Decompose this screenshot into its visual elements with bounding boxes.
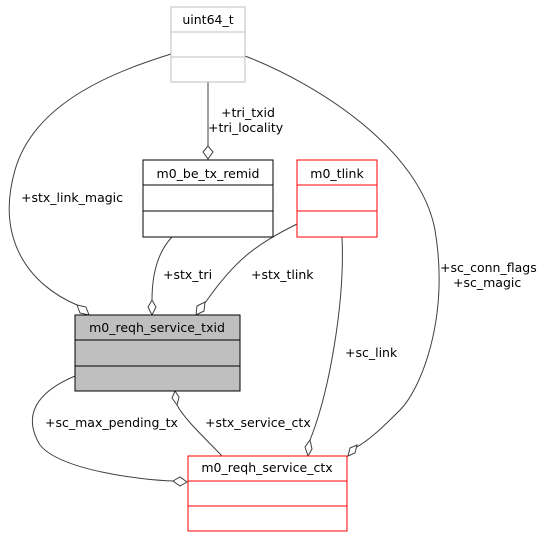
label-stx-service-ctx: +stx_service_ctx bbox=[205, 415, 311, 430]
node-m0-reqh-service-ctx-title: m0_reqh_service_ctx bbox=[201, 460, 332, 475]
edge-stx-link-magic-diamond bbox=[76, 304, 90, 316]
edge-stx-service-ctx-diamond bbox=[171, 389, 180, 407]
edge-sc-max-pending-tx bbox=[32, 375, 175, 482]
label-sc-magic: +sc_magic bbox=[453, 275, 521, 290]
edge-sc-link-diamond bbox=[304, 438, 313, 458]
node-uint64-t[interactable]: uint64_t bbox=[170, 6, 246, 83]
node-m0-tlink-title: m0_tlink bbox=[310, 166, 364, 181]
label-sc-conn-flags: +sc_conn_flags bbox=[440, 260, 537, 275]
edge-sc-max-pending-tx-diamond bbox=[172, 476, 188, 487]
label-tri-locality: +tri_locality bbox=[208, 120, 284, 135]
node-m0-be-tx-remid-title: m0_be_tx_remid bbox=[157, 166, 260, 181]
edge-stx-tri bbox=[151, 236, 173, 301]
node-m0-be-tx-remid-box bbox=[142, 159, 274, 238]
node-uint64-t-title: uint64_t bbox=[182, 12, 233, 27]
label-stx-link-magic: +stx_link_magic bbox=[21, 190, 123, 205]
edge-stx-tri-diamond bbox=[147, 298, 157, 317]
label-stx-tri: +stx_tri bbox=[163, 267, 212, 282]
label-tri-txid: +tri_txid bbox=[221, 105, 275, 120]
node-m0-be-tx-remid[interactable]: m0_be_tx_remid bbox=[142, 159, 274, 238]
node-m0-reqh-service-ctx-box bbox=[187, 455, 348, 532]
edge-sc-link bbox=[309, 236, 343, 441]
edge-stx-service-ctx bbox=[176, 404, 223, 457]
edge-tri-diamond bbox=[202, 145, 214, 160]
node-m0-tlink-box bbox=[296, 159, 378, 238]
edge-stx-tlink-diamond bbox=[195, 301, 206, 316]
label-sc-max-pending-tx: +sc_max_pending_tx bbox=[45, 415, 178, 430]
edge-stx-tlink bbox=[204, 223, 298, 304]
node-m0-tlink[interactable]: m0_tlink bbox=[296, 159, 378, 238]
label-sc-link: +sc_link bbox=[345, 345, 398, 360]
node-m0-reqh-service-ctx[interactable]: m0_reqh_service_ctx bbox=[187, 455, 348, 532]
label-stx-tlink: +stx_tlink bbox=[251, 267, 314, 282]
node-m0-reqh-service-txid-title: m0_reqh_service_txid bbox=[89, 320, 225, 335]
edge-stx-link-magic bbox=[8, 53, 172, 306]
edge-sc-conn-flags-sc-magic bbox=[244, 55, 440, 449]
edge-sc-conn-flags-diamond bbox=[347, 444, 358, 457]
node-m0-reqh-service-txid[interactable]: m0_reqh_service_txid bbox=[74, 314, 241, 392]
node-m0-reqh-service-txid-box bbox=[74, 314, 241, 392]
node-uint64-t-box bbox=[170, 6, 246, 83]
